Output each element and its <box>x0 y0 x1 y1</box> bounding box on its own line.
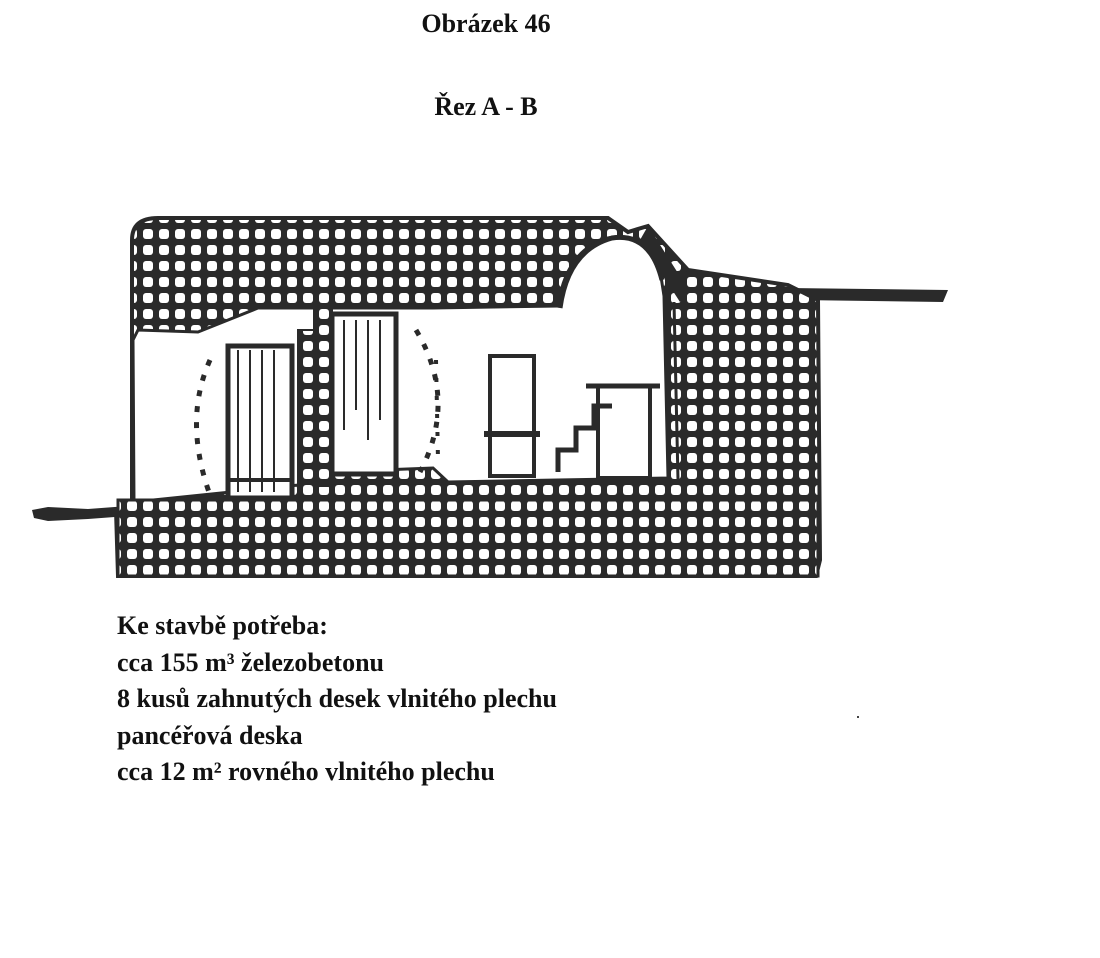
section-title: Řez A - B <box>434 92 538 121</box>
requirement-line-concrete: cca 155 m³ železobetonu <box>117 647 384 677</box>
inner-door-frame <box>488 354 536 478</box>
steps <box>555 403 612 472</box>
ground-line-right <box>788 288 948 302</box>
mid-wall-column <box>313 305 333 487</box>
cupola-slope <box>640 226 690 302</box>
stray-mark <box>857 716 859 718</box>
requirement-line-armor-plate: pancéřová deska <box>117 720 303 750</box>
material-requirements: Ke stavbě potřeba: cca 155 m³ železobeto… <box>117 608 557 791</box>
figure-title: Obrázek 46 <box>421 9 551 38</box>
corrugated-sheet-left <box>225 343 295 501</box>
requirement-line-curved-sheets: 8 kusů zahnutých desek vlnitého plechu <box>117 684 557 713</box>
corrugated-sheet-center <box>329 311 399 477</box>
arc-left <box>194 358 213 496</box>
right-wall-line <box>672 301 680 481</box>
requirement-line-flat-sheet: cca 12 m² rovného vlnitého plechu <box>117 757 495 786</box>
requirements-heading: Ke stavbě potřeba: <box>117 611 328 640</box>
bunker-cross-section-drawing <box>32 216 948 578</box>
floor-slab <box>116 498 820 578</box>
ground-line-left <box>32 506 138 521</box>
arc-center <box>413 328 441 474</box>
